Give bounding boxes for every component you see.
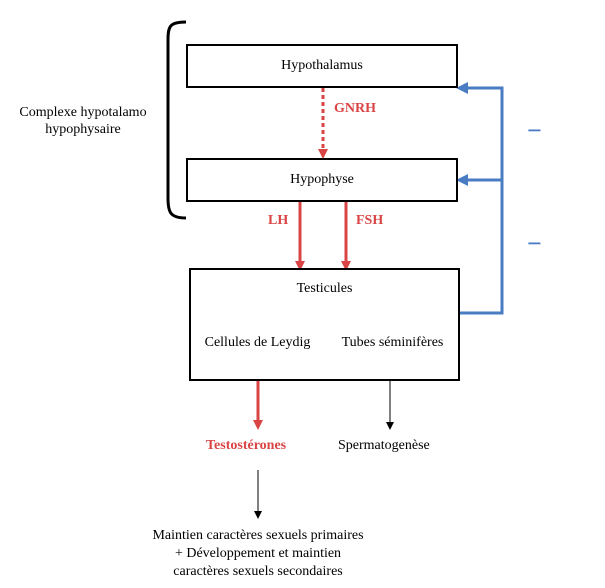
gnrh-label: GNRH: [334, 101, 376, 116]
complex-bracket: [166, 20, 187, 220]
feedback-sign-1: −: [527, 116, 542, 145]
testosterones-label: Testostérones: [206, 438, 287, 453]
hypophyse-box: Hypophyse: [186, 158, 458, 202]
effects-line1: Maintien caractères sexuels primaires: [152, 528, 364, 543]
feedback-loop: [456, 82, 504, 315]
testicules-label: Testicules: [296, 281, 353, 296]
complex-label-line2: hypophysaire: [45, 122, 121, 137]
complex-label-line1: Complexe hypotalamo: [19, 105, 147, 120]
testicules-box: Testicules Cellules de Leydig Tubes sémi…: [189, 268, 460, 381]
leydig-label: Cellules de Leydig: [204, 335, 311, 350]
hypophyse-label: Hypophyse: [290, 172, 354, 187]
effects-line2: + Développement et maintien: [174, 546, 342, 561]
feedback-sign-2: −: [527, 229, 542, 258]
lh-label: LH: [268, 213, 289, 228]
hypothalamus-label: Hypothalamus: [281, 58, 363, 73]
effects-line3: caractères sexuels secondaires: [173, 564, 343, 579]
spermatogenese-label: Spermatogenèse: [338, 438, 430, 453]
fsh-label: FSH: [356, 213, 384, 228]
hypothalamus-box: Hypothalamus: [186, 44, 458, 88]
tubes-label: Tubes séminifères: [341, 335, 444, 350]
